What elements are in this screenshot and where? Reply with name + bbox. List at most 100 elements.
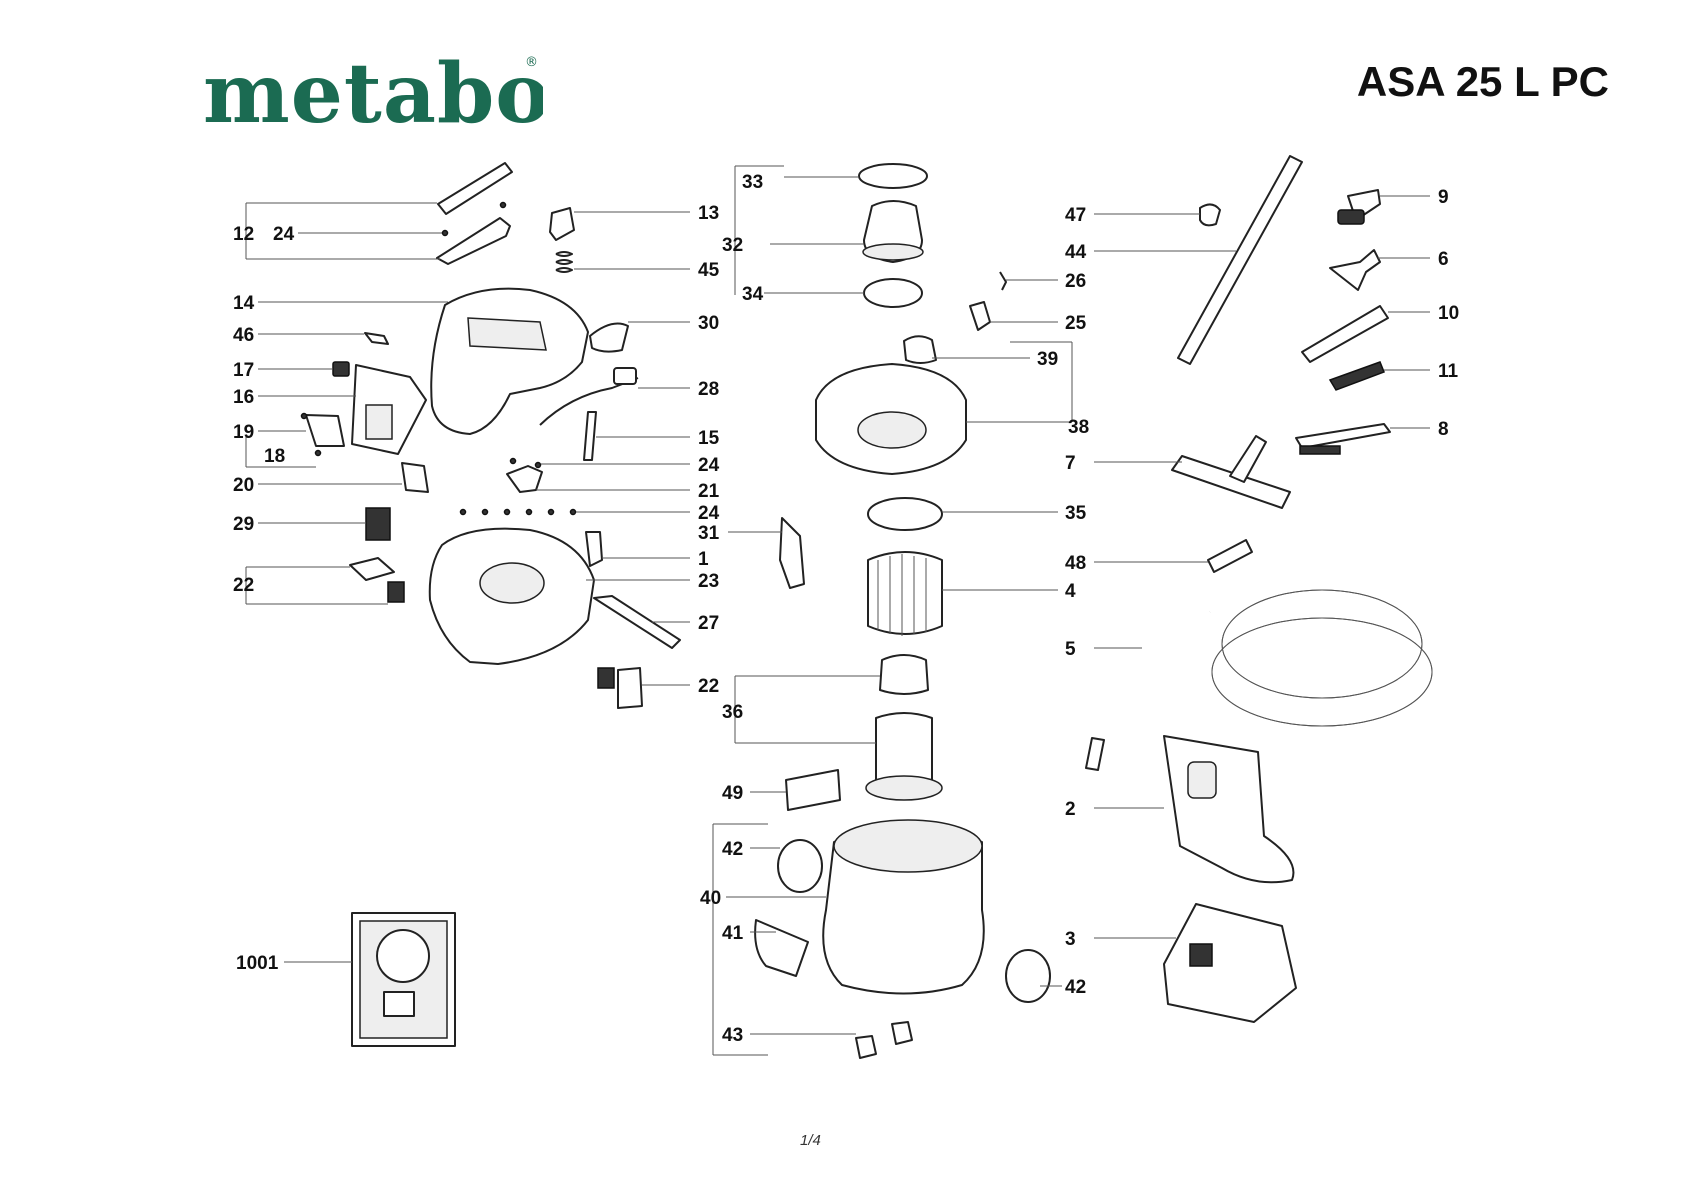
part-17-switch bbox=[332, 361, 350, 377]
part-20-plate bbox=[401, 462, 429, 493]
label-32: 32 bbox=[722, 235, 743, 256]
handle-cover bbox=[437, 162, 513, 215]
model-title: ASA 25 L PC bbox=[1356, 58, 1609, 105]
label-30: 30 bbox=[698, 313, 719, 334]
label-40: 40 bbox=[700, 888, 721, 909]
label-26: 26 bbox=[1065, 271, 1086, 292]
label-39: 39 bbox=[1037, 349, 1058, 370]
label-49: 49 bbox=[722, 783, 743, 804]
label-12: 12 bbox=[233, 224, 254, 245]
part-49-sticker bbox=[785, 769, 841, 811]
label-44: 44 bbox=[1065, 242, 1087, 263]
label-14: 14 bbox=[233, 293, 255, 314]
part-30-clip bbox=[589, 322, 629, 353]
part-22-filter-a bbox=[349, 557, 395, 581]
label-35: 35 bbox=[1065, 503, 1087, 524]
label-43: 43 bbox=[722, 1025, 743, 1046]
part-26 bbox=[999, 271, 1007, 291]
label-3: 3 bbox=[1065, 929, 1076, 950]
page-number: 1/4 bbox=[800, 1132, 821, 1149]
label-9: 9 bbox=[1438, 187, 1449, 208]
label-2: 2 bbox=[1065, 799, 1076, 820]
part-41-grip bbox=[754, 919, 809, 977]
label-18: 18 bbox=[264, 446, 285, 467]
label-15: 15 bbox=[698, 428, 720, 449]
part-34-ring bbox=[863, 278, 923, 308]
part-6-upholstery-nozzle bbox=[1329, 249, 1381, 291]
registered-mark: ® bbox=[525, 55, 538, 70]
part-43-caster-b bbox=[891, 1021, 913, 1045]
label-16: 16 bbox=[233, 387, 254, 408]
metabo-logo: metabo ® bbox=[203, 46, 550, 142]
part-36-float bbox=[879, 654, 929, 695]
part-15-lever bbox=[583, 411, 597, 461]
label-20: 20 bbox=[233, 475, 254, 496]
part-22-filter-b bbox=[617, 667, 643, 709]
label-19: 19 bbox=[233, 422, 254, 443]
part-47-clip bbox=[1199, 203, 1221, 227]
label-1001: 1001 bbox=[236, 953, 279, 974]
label-4: 4 bbox=[1065, 581, 1076, 602]
label-17: 17 bbox=[233, 360, 254, 381]
part-45-spring bbox=[555, 251, 573, 273]
label-7: 7 bbox=[1065, 453, 1076, 474]
label-1: 1 bbox=[698, 549, 709, 570]
part-19-module bbox=[305, 414, 345, 447]
label-6: 6 bbox=[1438, 249, 1449, 270]
part-10-crevice-nozzle bbox=[1301, 305, 1389, 363]
label-24-top: 24 bbox=[273, 224, 295, 245]
label-8: 8 bbox=[1438, 419, 1449, 440]
label-33: 33 bbox=[742, 172, 763, 193]
label-22-left: 22 bbox=[233, 575, 254, 596]
label-21: 21 bbox=[698, 481, 720, 502]
screws-24-row bbox=[459, 508, 577, 516]
label-24-low: 24 bbox=[698, 503, 720, 524]
part-1-label bbox=[585, 531, 603, 567]
part-35-seal bbox=[867, 497, 943, 531]
label-34: 34 bbox=[742, 284, 764, 305]
label-27: 27 bbox=[698, 613, 719, 634]
part-42-wheel-right bbox=[1005, 949, 1051, 1003]
label-36: 36 bbox=[722, 702, 743, 723]
label-41: 41 bbox=[722, 923, 744, 944]
logo-wordmark: metabo bbox=[203, 48, 543, 138]
label-23: 23 bbox=[698, 571, 719, 592]
label-47: 47 bbox=[1065, 205, 1086, 226]
part-39-cone bbox=[903, 335, 937, 364]
part-21-latch bbox=[506, 465, 543, 493]
part-44-tube bbox=[1177, 155, 1303, 365]
part-28-cable bbox=[539, 377, 639, 426]
label-25: 25 bbox=[1065, 313, 1087, 334]
part-48-adapter bbox=[1207, 539, 1253, 573]
part-8-brush bbox=[1295, 423, 1391, 449]
part-29-board bbox=[365, 507, 391, 541]
part-46 bbox=[364, 332, 389, 345]
handle-grip bbox=[436, 217, 511, 265]
part-11-brush-strip bbox=[1328, 361, 1385, 391]
part-31-bracket bbox=[779, 517, 805, 589]
part-43-caster-a bbox=[855, 1035, 877, 1059]
part-33-ring bbox=[858, 163, 928, 189]
part-27-strip bbox=[593, 595, 681, 649]
label-29: 29 bbox=[233, 514, 254, 535]
label-24-mid: 24 bbox=[698, 455, 720, 476]
label-28: 28 bbox=[698, 379, 719, 400]
part-13-button bbox=[549, 207, 575, 241]
part-25 bbox=[969, 301, 991, 331]
label-38: 38 bbox=[1068, 417, 1089, 438]
label-22-right: 22 bbox=[698, 676, 719, 697]
label-42-left: 42 bbox=[722, 839, 743, 860]
label-5: 5 bbox=[1065, 639, 1076, 660]
part-4-cartridge-filter bbox=[867, 551, 943, 635]
label-46: 46 bbox=[233, 325, 254, 346]
part-3-paper-bag bbox=[1163, 903, 1297, 1023]
part-42-wheel-left bbox=[777, 839, 823, 893]
label-42-right: 42 bbox=[1065, 977, 1086, 998]
label-48: 48 bbox=[1065, 553, 1086, 574]
part-7-floor-nozzle bbox=[1171, 455, 1291, 509]
label-45: 45 bbox=[698, 260, 720, 281]
label-13: 13 bbox=[698, 203, 719, 224]
label-11: 11 bbox=[1438, 361, 1459, 382]
label-31: 31 bbox=[698, 523, 720, 544]
